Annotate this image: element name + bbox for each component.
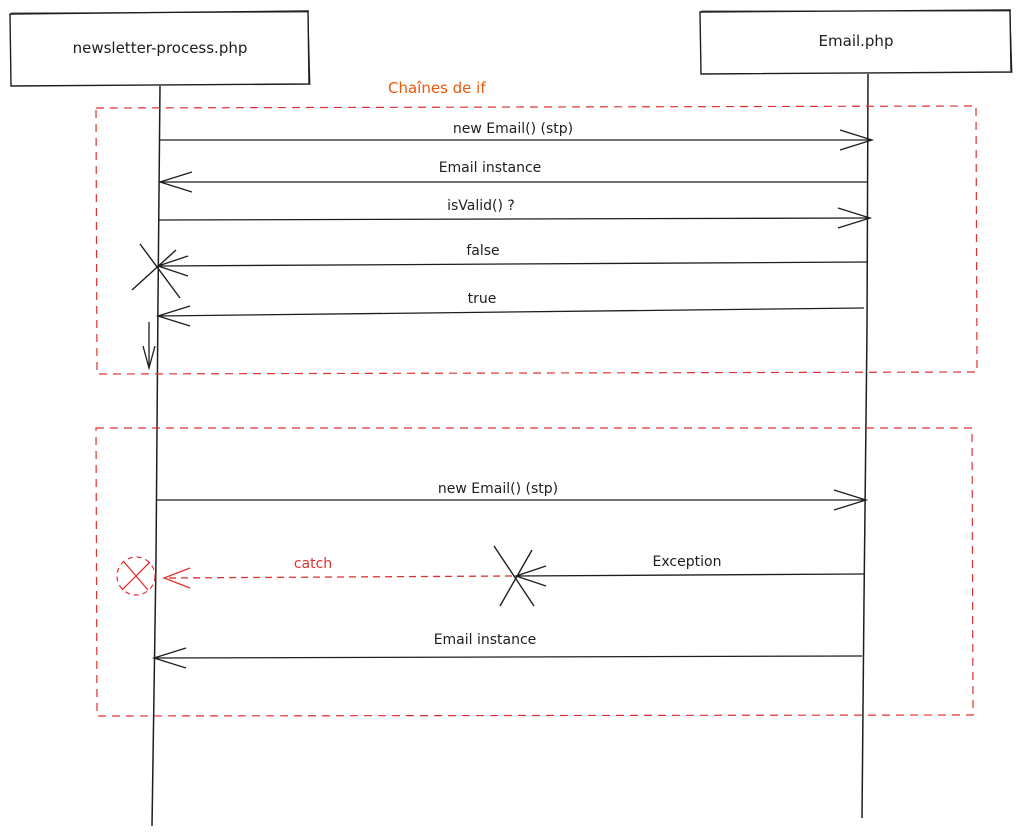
message-true [155,305,865,327]
participant-newsletter-process[interactable]: newsletter-process.php [9,10,311,87]
message-label-exception: Exception [653,554,722,570]
message-label-email-instance-2: Email instance [434,632,537,648]
catch-circle-x-icon [116,556,156,596]
message-email-instance-2 [151,647,863,669]
frame-exception-block [95,427,974,717]
participant-email-php[interactable]: Email.php [699,9,1013,75]
lifeline-left [151,85,161,827]
message-label-new-email-2: new Email() (stp) [438,481,558,497]
continue-down-arrow-icon [142,322,156,371]
terminate-x-icon [131,243,181,299]
exception-x-icon [493,545,535,607]
message-new-email-2 [156,489,869,511]
message-false [155,255,869,277]
frame-chaines-de-if [95,105,978,375]
lifeline-right [861,73,869,819]
message-new-email-1 [160,129,875,151]
message-label-catch: catch [294,556,332,572]
message-label-email-instance-1: Email instance [439,160,542,176]
message-label-false: false [466,243,499,259]
message-label-true: true [468,291,497,307]
frame-label-chaines-de-if: Chaînes de if [388,79,486,97]
message-catch [162,567,513,589]
participant-label-right: Email.php [819,32,894,50]
message-label-new-email-1: new Email() (stp) [453,121,573,137]
participant-label-left: newsletter-process.php [73,39,248,57]
message-label-isvalid: isValid() ? [447,198,515,214]
message-isvalid [157,207,873,229]
message-exception [513,565,865,587]
message-email-instance-1 [157,171,868,193]
